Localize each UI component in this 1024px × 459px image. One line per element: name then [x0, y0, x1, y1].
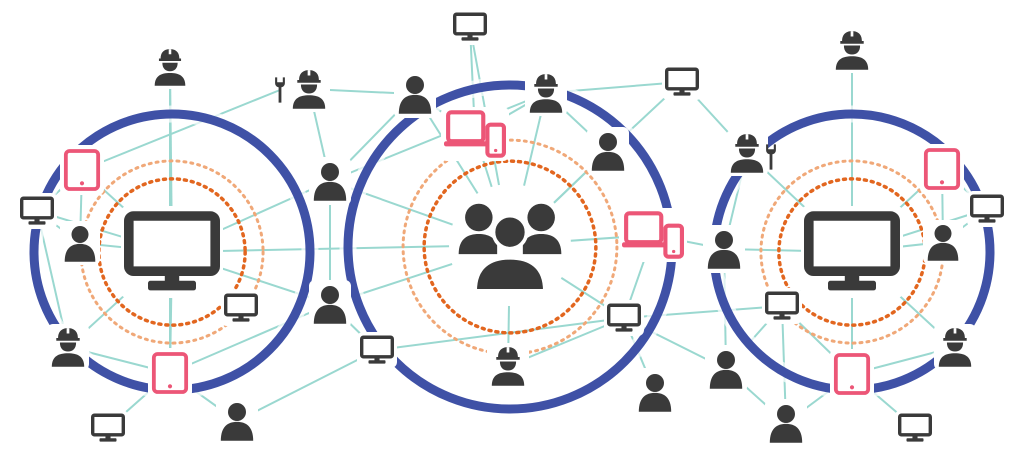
person-icon	[705, 345, 747, 393]
tablet-icon	[830, 349, 874, 399]
person-icon	[587, 127, 629, 175]
person-icon	[923, 220, 963, 264]
phone-and-tablet-icon	[619, 208, 687, 262]
monitor-icon	[221, 290, 261, 326]
worker-icon	[288, 66, 330, 112]
worker-icon	[525, 70, 567, 116]
person-icon	[309, 157, 351, 205]
monitor-icon	[357, 332, 397, 368]
monitor-icon	[967, 191, 1007, 227]
worker-icon	[934, 324, 976, 370]
worker-icon	[47, 324, 89, 370]
person-icon	[765, 399, 807, 447]
worker-icon	[831, 27, 873, 73]
person-icon	[60, 221, 100, 265]
dotted-radius-inner	[422, 159, 598, 335]
tablet-icon	[148, 348, 192, 398]
phone-and-tablet-icon	[441, 107, 509, 161]
person-icon	[394, 70, 436, 118]
connection-line	[81, 89, 281, 171]
person-icon	[309, 280, 351, 328]
worker-icon	[150, 45, 190, 89]
monitor-icon	[895, 410, 935, 446]
tablet-icon	[920, 144, 964, 194]
person-icon	[216, 397, 258, 445]
wrench-icon	[275, 77, 285, 103]
monitor-icon	[762, 288, 802, 324]
worker-icon	[487, 343, 529, 389]
person-icon	[634, 368, 676, 416]
monitor-icon	[17, 193, 57, 229]
hub-monitor-icon	[801, 206, 903, 298]
tablet-icon	[60, 145, 104, 195]
monitor-icon	[450, 9, 490, 45]
monitor-icon	[88, 410, 128, 446]
monitor-icon	[604, 300, 644, 336]
connection-line	[236, 349, 378, 422]
network-nodes	[17, 9, 1007, 447]
hub-monitor-icon	[121, 206, 223, 298]
person-icon	[703, 225, 745, 273]
worker-icon	[726, 130, 768, 176]
monitor-icon	[662, 64, 702, 100]
user-group-icon	[449, 184, 571, 306]
